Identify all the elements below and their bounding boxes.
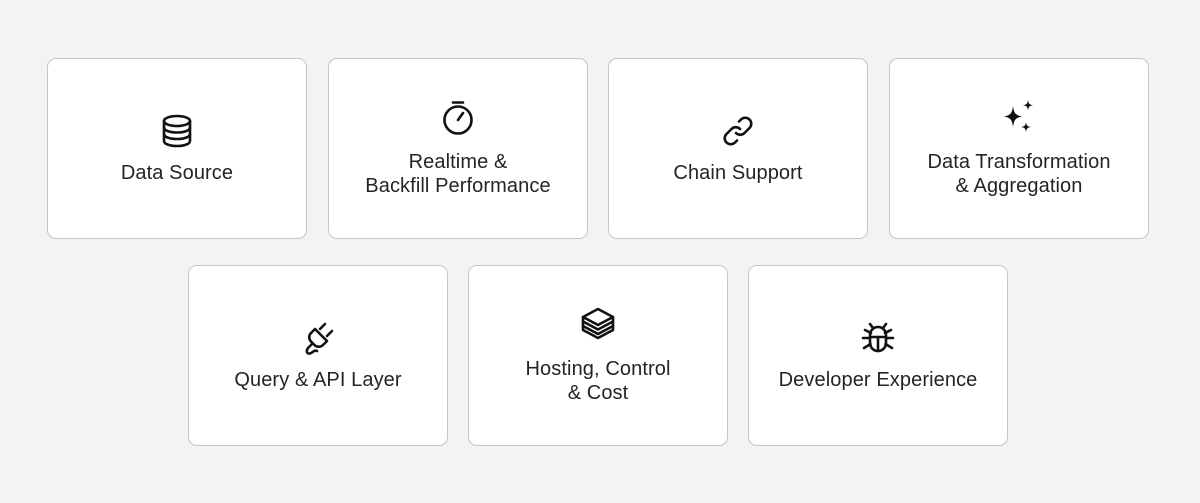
card-data-source[interactable]: Data Source [47, 58, 307, 239]
card-label: Query & API Layer [234, 368, 402, 391]
card-label: Realtime & Backfill Performance [365, 150, 551, 197]
card-label: Hosting, Control & Cost [525, 357, 671, 404]
card-label: Chain Support [673, 161, 803, 184]
card-realtime-backfill-performance[interactable]: Realtime & Backfill Performance [328, 58, 588, 239]
card-hosting-control-cost[interactable]: Hosting, Control & Cost [468, 265, 728, 446]
card-label: Data Transformation & Aggregation [927, 150, 1111, 197]
card-label: Developer Experience [778, 368, 978, 391]
plug-icon [300, 320, 336, 356]
card-query-api-layer[interactable]: Query & API Layer [188, 265, 448, 446]
stopwatch-icon [440, 100, 476, 136]
card-developer-experience[interactable]: Developer Experience [748, 265, 1008, 446]
card-data-transformation-aggregation[interactable]: Data Transformation & Aggregation [889, 58, 1149, 239]
sparkles-icon [1001, 99, 1037, 136]
bug-icon [860, 320, 896, 356]
card-chain-support[interactable]: Chain Support [608, 58, 868, 239]
link-icon [720, 113, 756, 149]
database-icon [159, 113, 195, 149]
layers-icon [580, 307, 616, 343]
card-label: Data Source [120, 161, 234, 184]
